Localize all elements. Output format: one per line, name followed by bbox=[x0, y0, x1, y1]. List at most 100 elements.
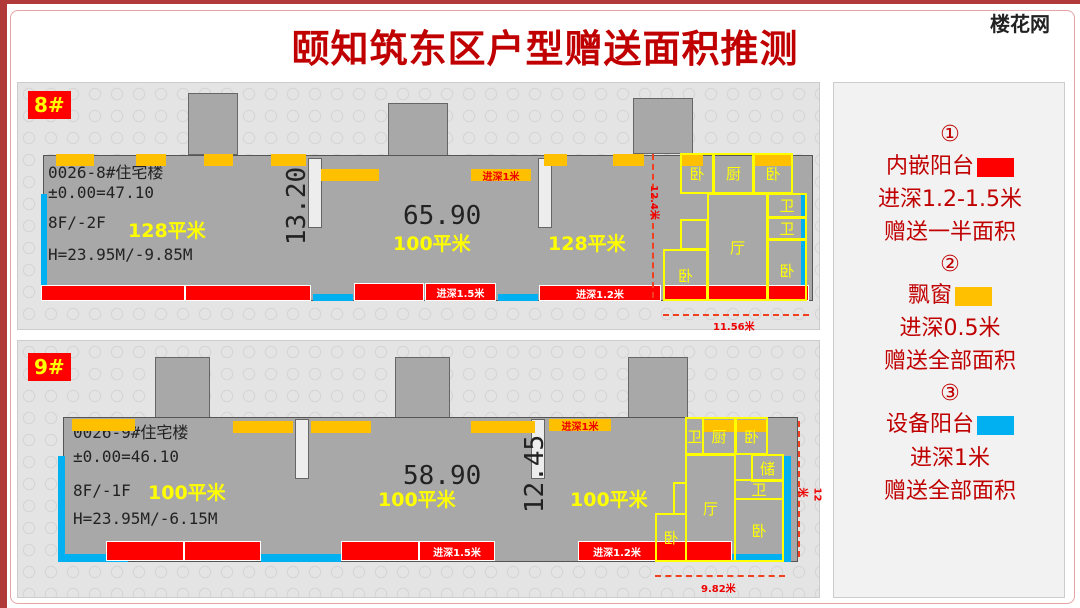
width-dimension: 11.56米 bbox=[713, 322, 755, 333]
core-block bbox=[628, 357, 688, 422]
slide-frame bbox=[10, 10, 1075, 604]
bay-window bbox=[56, 154, 94, 166]
plan-9: 9# 0026-9#住宅楼 ±0.00=46.10 8F/-1F H=23.95… bbox=[17, 340, 823, 598]
left-border bbox=[0, 0, 7, 608]
bay-window bbox=[233, 421, 293, 433]
page-title: 颐知筑东区户型赠送面积推测 bbox=[291, 26, 799, 71]
legend-item-inset-balcony: 内嵌阳台 bbox=[834, 152, 1066, 182]
cad-text: 0026-8#住宅楼 bbox=[48, 163, 164, 182]
room-storage: 储 bbox=[751, 454, 784, 482]
cad-text: H=23.95M/-6.15M bbox=[73, 509, 218, 528]
equipment-balcony bbox=[58, 456, 65, 562]
legend-gift: 赠送全部面积 bbox=[883, 479, 1016, 504]
cad-elevation: 58.90 bbox=[403, 461, 482, 491]
legend-num: ③ bbox=[940, 381, 960, 406]
dimension-line bbox=[663, 314, 809, 316]
cad-text: H=23.95M/-9.85M bbox=[48, 245, 193, 264]
inset-balcony bbox=[354, 283, 424, 301]
dimension-line bbox=[655, 575, 785, 577]
inset-balcony bbox=[185, 285, 311, 301]
core-block bbox=[538, 158, 552, 228]
room-bathroom: 卫 bbox=[767, 193, 807, 218]
room-bedroom: 卧 bbox=[767, 239, 807, 301]
legend-gift: 赠送一半面积 bbox=[883, 220, 1016, 245]
unit-area: 100平米 bbox=[570, 489, 648, 511]
inset-balcony bbox=[184, 541, 261, 561]
room-bedroom: 卧 bbox=[655, 513, 687, 562]
legend-depth: 进深0.5米 bbox=[899, 316, 1001, 341]
bay-window bbox=[72, 419, 135, 431]
cad-text: 8F/-1F bbox=[73, 481, 131, 500]
width-dimension: 9.82米 bbox=[701, 584, 736, 595]
unit-area: 128平米 bbox=[128, 220, 206, 242]
cad-text: 8F/-2F bbox=[48, 213, 106, 232]
top-border bbox=[0, 0, 1080, 4]
inset-balcony bbox=[106, 541, 184, 561]
room-bedroom: 卧 bbox=[663, 249, 708, 301]
height-dimension: 12.4米 bbox=[647, 185, 659, 220]
bay-window bbox=[321, 169, 379, 181]
room-bedroom: 卧 bbox=[735, 417, 768, 455]
legend-num: ① bbox=[940, 122, 960, 147]
bay-window bbox=[755, 154, 791, 166]
height-dimension: 12米 bbox=[796, 487, 823, 502]
unit-area: 100平米 bbox=[378, 489, 456, 511]
core-block bbox=[308, 158, 322, 228]
legend-item-equipment-balcony: 设备阳台 bbox=[834, 410, 1066, 440]
core-block bbox=[531, 419, 545, 479]
cad-elevation: 65.90 bbox=[403, 201, 482, 231]
balcony-label: 进深1.2米 bbox=[539, 285, 661, 301]
balcony-label: 进深1.5米 bbox=[425, 283, 496, 301]
red-swatch bbox=[977, 157, 1014, 177]
unit-area: 100平米 bbox=[148, 482, 226, 504]
core-block bbox=[388, 103, 448, 161]
cad-text: ±0.00=46.10 bbox=[73, 447, 179, 466]
legend-num: ② bbox=[940, 252, 960, 277]
balcony-label: 进深1.5米 bbox=[419, 541, 495, 561]
bay-window bbox=[544, 154, 567, 166]
room-bathroom: 卫 bbox=[734, 479, 784, 500]
room-bathroom: 卫 bbox=[767, 217, 807, 240]
bay-window-label: 进深1米 bbox=[549, 419, 611, 433]
equipment-balcony bbox=[498, 294, 538, 301]
cad-dimension: 12.45 bbox=[520, 434, 551, 514]
room-bedroom: 卧 bbox=[753, 153, 793, 194]
bay-window bbox=[136, 154, 166, 166]
dimension-line bbox=[798, 421, 800, 557]
core-block bbox=[633, 98, 693, 154]
bay-window bbox=[204, 154, 233, 166]
room-kitchen: 厨 bbox=[713, 153, 754, 194]
blue-swatch bbox=[977, 415, 1014, 435]
room-bedroom: 卧 bbox=[734, 498, 784, 562]
unit-area: 100平米 bbox=[393, 233, 471, 255]
equipment-balcony bbox=[58, 554, 128, 562]
unit-area: 128平米 bbox=[548, 233, 626, 255]
equipment-balcony bbox=[731, 554, 791, 562]
equipment-balcony bbox=[313, 294, 353, 301]
cad-text: ±0.00=47.10 bbox=[48, 183, 154, 202]
room-bedroom: 卧 bbox=[680, 153, 714, 194]
bay-window bbox=[613, 154, 644, 166]
inset-balcony bbox=[341, 541, 419, 561]
room-kitchen: 厨 bbox=[702, 417, 736, 455]
legend-panel: ① 内嵌阳台 进深1.2-1.5米 赠送一半面积 ② 飘窗 进深0.5米 赠送全… bbox=[833, 82, 1065, 598]
equipment-balcony bbox=[783, 456, 791, 562]
core-block bbox=[155, 357, 210, 422]
room-living: 厅 bbox=[685, 454, 736, 562]
bay-window-label: 进深1米 bbox=[471, 169, 531, 183]
plan-8: 8# 0026-8#住宅楼 ±0.00=47.10 8F/-2F H=23.95… bbox=[17, 82, 820, 333]
legend-item-bay-window: 飘窗 bbox=[834, 281, 1066, 311]
orange-swatch bbox=[955, 286, 992, 306]
bay-window bbox=[311, 421, 371, 433]
core-block bbox=[295, 419, 309, 479]
room-living: 厅 bbox=[707, 193, 768, 301]
equipment-balcony bbox=[41, 194, 47, 286]
room-outline bbox=[673, 482, 687, 515]
equipment-balcony bbox=[261, 554, 341, 562]
room-outline bbox=[680, 219, 708, 250]
legend-depth: 进深1.2-1.5米 bbox=[878, 187, 1022, 212]
bay-window bbox=[681, 154, 703, 166]
bay-window bbox=[271, 154, 306, 166]
building-9-tag: 9# bbox=[28, 353, 71, 381]
inset-balcony bbox=[41, 285, 185, 301]
